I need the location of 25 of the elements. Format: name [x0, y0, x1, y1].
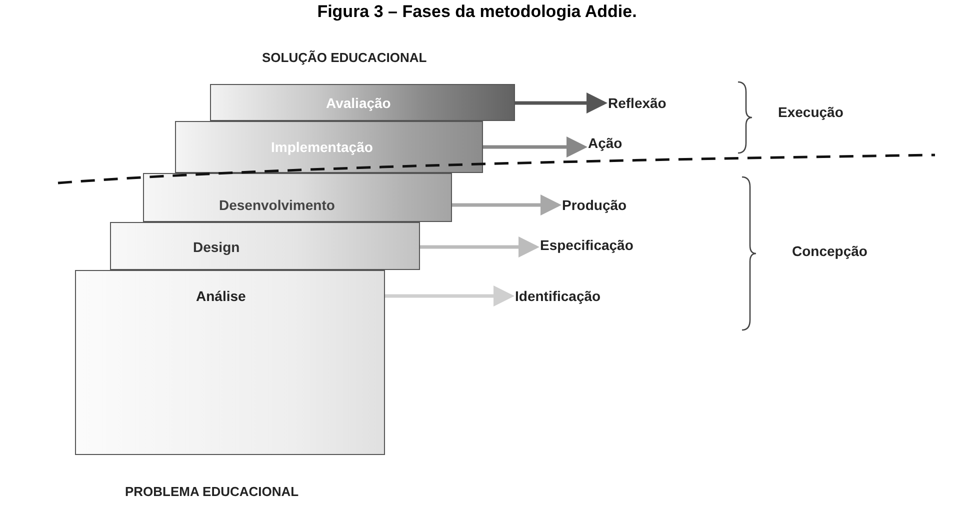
arrow — [452, 194, 562, 216]
arrow — [385, 286, 514, 306]
phase-name: Análise — [196, 288, 246, 304]
phase-name: Avaliação — [326, 95, 391, 111]
arrow — [420, 236, 540, 258]
phase-card — [210, 84, 515, 121]
outcome-text: Reflexão — [608, 94, 666, 112]
arrow — [515, 92, 608, 114]
phase-card — [143, 173, 452, 222]
phase-name: Implementação — [271, 139, 373, 155]
outcome-text: Ação — [588, 134, 622, 152]
phase-group-label: Execução — [778, 104, 844, 120]
phase-group-label: Concepção — [792, 243, 868, 259]
outcome-text: Identificação — [515, 287, 601, 305]
heading-text: PROBLEMA EDUCACIONAL — [125, 484, 299, 499]
phase-card — [110, 222, 420, 270]
figure-title: Figura 3 – Fases da metodologia Addie. — [316, 2, 638, 22]
arrow — [483, 136, 588, 158]
outcome-text: Produção — [562, 196, 627, 214]
phase-name: Desenvolvimento — [219, 197, 335, 213]
heading-text: SOLUÇÃO EDUCACIONAL — [262, 50, 427, 65]
phase-card — [75, 270, 385, 455]
phase-name: Design — [193, 239, 240, 255]
phase-card — [175, 121, 483, 173]
outcome-text: Especificação — [540, 236, 634, 254]
